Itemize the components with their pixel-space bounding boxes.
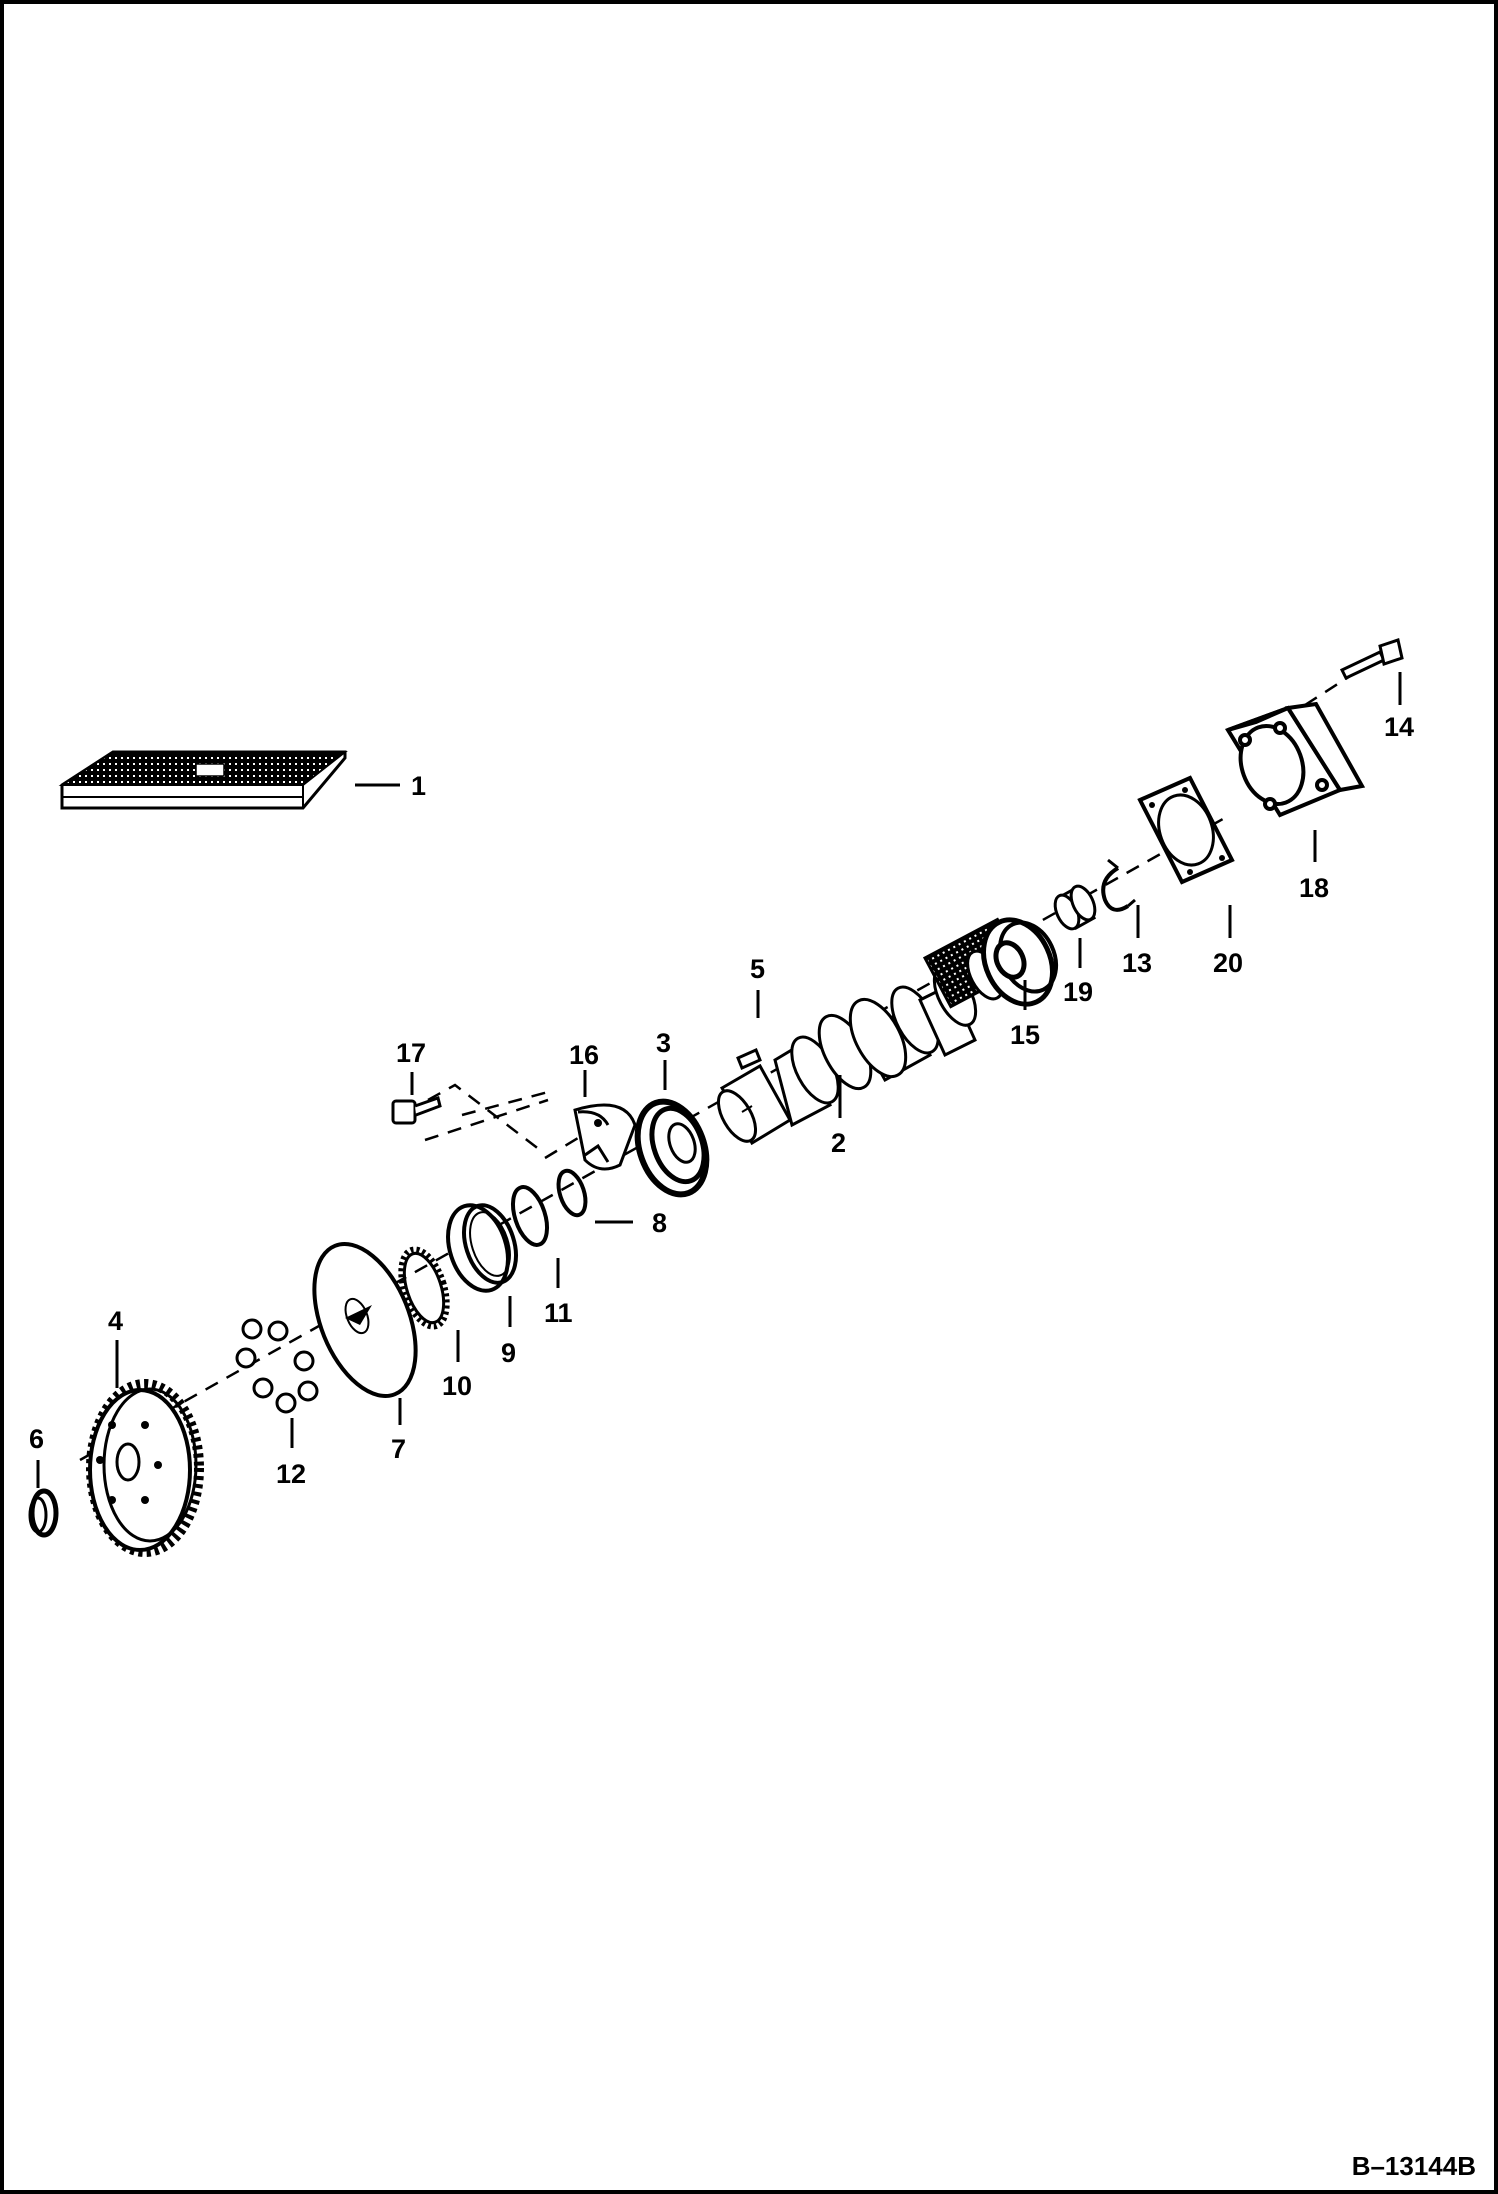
callout-19: 19 (1063, 977, 1093, 1007)
callout-18: 18 (1299, 873, 1329, 903)
callout-8: 8 (652, 1208, 667, 1238)
callout-12: 12 (276, 1459, 306, 1489)
part-19-sleeve (1053, 884, 1097, 931)
leader-lines (36, 672, 1402, 1488)
part-8-ring (556, 1168, 588, 1218)
part-18-housing (1225, 701, 1366, 818)
part-13-snap-ring (1101, 858, 1136, 912)
part-10-snap-ring (398, 1246, 450, 1330)
callout-11: 11 (544, 1298, 573, 1328)
callout-10: 10 (442, 1371, 472, 1401)
part-20-gasket (1137, 775, 1235, 885)
part-17-bolt (391, 1096, 442, 1125)
part-5-key (736, 1047, 762, 1071)
callout-7: 7 (391, 1434, 406, 1464)
part-9-bearing-cup (446, 1203, 518, 1293)
callout-20: 20 (1213, 948, 1243, 978)
part-14-cap-screw (1339, 638, 1404, 680)
part-6-ring (28, 1488, 59, 1538)
callout-1: 1 (411, 771, 426, 801)
part-12-balls (235, 1318, 319, 1414)
callout-4: 4 (108, 1306, 123, 1336)
callout-3: 3 (656, 1028, 671, 1058)
callout-16: 16 (569, 1040, 599, 1070)
part-3-seal (634, 1098, 710, 1198)
part-15-bearing (981, 917, 1059, 1007)
callout-9: 9 (501, 1338, 516, 1368)
callout-14: 14 (1384, 712, 1414, 742)
part-7-disc (312, 1242, 418, 1398)
callout-13: 13 (1122, 948, 1152, 978)
part-4-gear (86, 1379, 204, 1557)
callout-labels: 1 2 3 4 5 6 7 8 9 10 11 12 13 14 15 16 1… (29, 712, 1414, 1489)
callout-17: 17 (396, 1038, 426, 1068)
part-16-retainer (573, 1103, 637, 1171)
part-1-plate (58, 750, 348, 810)
figure-id: B–13144B (1351, 2151, 1476, 2181)
callout-5: 5 (750, 954, 765, 984)
callout-15: 15 (1010, 1020, 1040, 1050)
callout-6: 6 (29, 1424, 44, 1454)
callout-2: 2 (831, 1128, 846, 1158)
part-11-ring (510, 1185, 550, 1247)
part-2-shaft (716, 917, 1026, 1146)
